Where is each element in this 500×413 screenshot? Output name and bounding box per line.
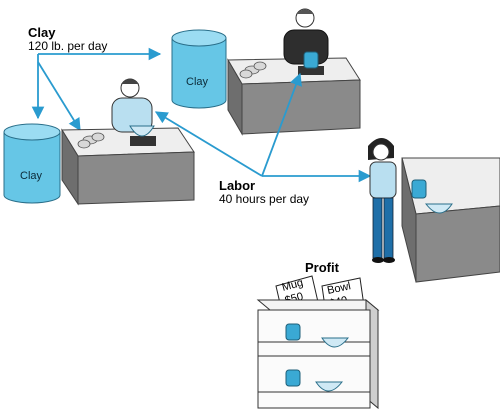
- shelf-mug-lower-icon: [285, 369, 301, 387]
- clay-source-title: Clay: [28, 25, 56, 40]
- pottery-wheel-left-icon: [130, 136, 156, 146]
- clay-bin-top-label: Clay: [186, 76, 209, 88]
- mug-sign-line1: Mug: [281, 277, 305, 294]
- display-shelf: [256, 298, 380, 410]
- shelf-bowl-upper-icon: [321, 337, 350, 348]
- bowl-left-icon: [129, 125, 155, 137]
- clay-lumps-top-icon: [239, 61, 267, 79]
- shelf-bowl-lower-icon: [315, 381, 344, 392]
- pottery-wheel-top-icon: [298, 66, 324, 75]
- labor-rate: 40 hours per day: [219, 192, 309, 206]
- bowl-right-icon: [424, 203, 453, 214]
- clay-lumps-left-icon: [77, 132, 105, 149]
- workstation-right: [368, 138, 500, 283]
- shelf-mug-upper-icon: [285, 323, 301, 341]
- clay-bin-left: Clay: [3, 123, 61, 204]
- clay-flow-arrows: [31, 47, 162, 132]
- profit-title: Profit: [305, 260, 340, 275]
- clay-source-rate: 120 lb. per day: [28, 39, 107, 53]
- worker-right-icon: [368, 138, 397, 263]
- clay-bin-left-label: Clay: [20, 170, 43, 182]
- bowl-sign-line1: Bowl: [326, 280, 352, 297]
- labor-flow-arrows: [154, 72, 372, 183]
- worker-left-icon: [111, 78, 153, 133]
- workstation-top: [227, 8, 361, 136]
- labor-title: Labor: [219, 178, 255, 193]
- mug-top-icon: [303, 51, 319, 69]
- workstation-left: [61, 78, 195, 206]
- clay-bin-top: Clay: [171, 29, 227, 109]
- mug-right-icon: [411, 179, 427, 199]
